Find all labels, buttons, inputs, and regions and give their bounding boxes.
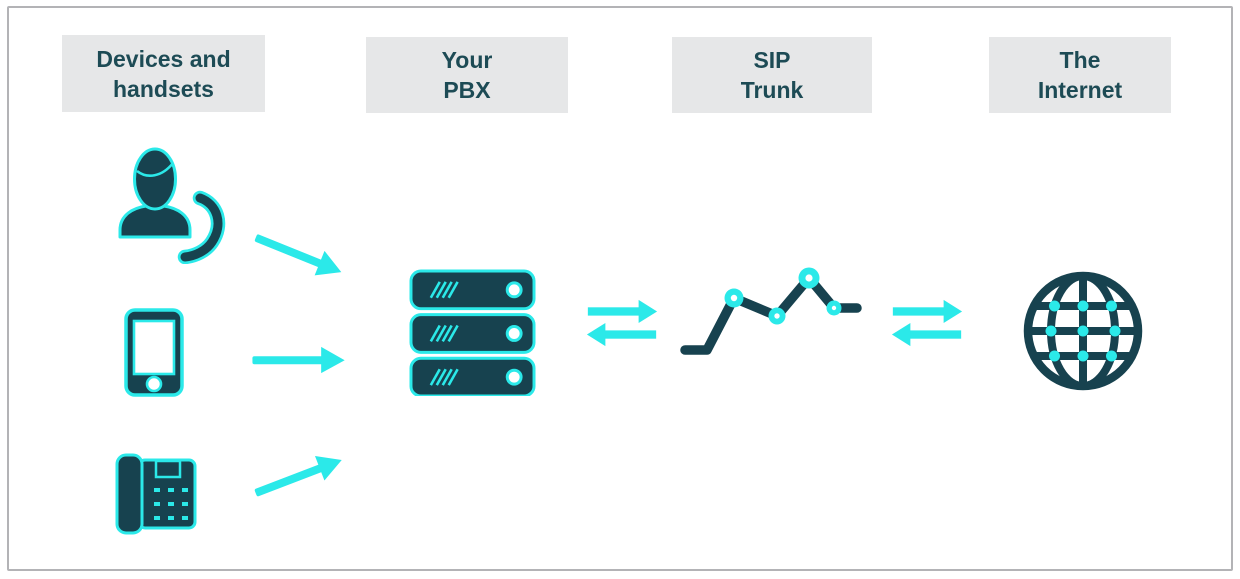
label-sip-trunk-line1: SIP — [753, 47, 791, 73]
arrow-right-icon — [254, 234, 342, 276]
label-box-pbx: Your PBX — [366, 37, 568, 113]
graph-node — [724, 267, 842, 325]
label-devices-line1: Devices and — [96, 45, 231, 72]
label-box-internet: The Internet — [989, 37, 1171, 113]
smartphone-icon — [124, 308, 184, 397]
label-sip-trunk-line2: Trunk — [740, 77, 804, 103]
server-unit — [409, 356, 536, 396]
server-unit — [409, 269, 536, 311]
transfer-arrows-icon — [891, 299, 963, 347]
globe-node-dots — [1045, 300, 1121, 362]
label-internet-line2: Internet — [1037, 77, 1123, 103]
server-unit — [409, 313, 536, 354]
keypad-dots — [154, 488, 188, 520]
transfer-arrows-icon — [586, 299, 658, 347]
label-internet-line1: The — [1059, 47, 1101, 73]
desk-phone-icon — [115, 453, 197, 535]
server-stack-icon — [409, 269, 536, 396]
arrow-right-icon — [252, 346, 345, 374]
arrow-right-icon — [254, 455, 342, 497]
label-box-sip-trunk: SIP Trunk — [672, 37, 872, 113]
label-devices-line2: handsets — [113, 75, 214, 102]
user-with-handset-icon — [118, 147, 226, 264]
label-pbx-line2: PBX — [443, 77, 491, 103]
globe-icon — [1023, 271, 1143, 391]
line-graph-icon — [680, 267, 862, 355]
label-pbx-line1: Your — [441, 47, 493, 73]
label-box-devices: Devices and handsets — [62, 35, 265, 112]
